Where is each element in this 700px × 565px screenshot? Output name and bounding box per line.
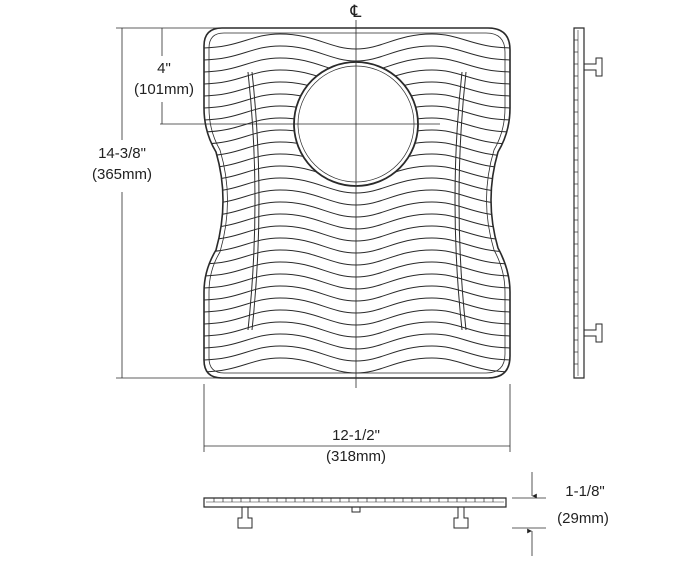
- grid-wave-bar: [204, 33, 510, 50]
- grid-wave-bar: [204, 225, 510, 242]
- grid-front-view: [160, 20, 511, 388]
- grid-wave-bar: [204, 201, 510, 218]
- grid-bottom-view: [203, 497, 507, 529]
- depth-metric: (29mm): [557, 510, 609, 527]
- centerline-symbol: ℄: [350, 2, 362, 21]
- width-metric: (318mm): [326, 448, 386, 465]
- grid-wave-bar: [204, 321, 510, 338]
- grid-wave-bar: [204, 249, 510, 266]
- width-dimension: [203, 384, 511, 452]
- circle-offset-imperial: 4": [157, 60, 171, 77]
- grid-wave-bar: [204, 45, 510, 62]
- height-dimension: [116, 27, 220, 379]
- circle-offset-metric: (101mm): [134, 81, 194, 98]
- grid-wave-bar: [204, 213, 510, 230]
- grid-wave-bar: [204, 309, 510, 326]
- grid-wave-bar: [204, 237, 510, 254]
- depth-imperial: 1-1/8": [565, 483, 605, 500]
- grid-inner-outline: [208, 32, 506, 374]
- grid-wave-bar: [204, 357, 510, 374]
- grid-wave-bar: [204, 333, 510, 350]
- grid-wave-bar: [204, 345, 510, 362]
- height-imperial: 14-3/8": [98, 145, 146, 162]
- grid-wave-bar: [204, 261, 510, 278]
- depth-dimension: [512, 472, 546, 556]
- grid-wave-bar: [204, 273, 510, 290]
- height-metric: (365mm): [92, 166, 152, 183]
- grid-wave-bar: [204, 285, 510, 302]
- width-imperial: 12-1/2": [332, 427, 380, 444]
- grid-rails: [247, 71, 467, 331]
- center-lines: [160, 20, 440, 388]
- grid-wave-bar: [204, 189, 510, 206]
- grid-wave-bar: [204, 297, 510, 314]
- grid-side-view: [573, 27, 603, 379]
- grid-outline: [203, 27, 511, 379]
